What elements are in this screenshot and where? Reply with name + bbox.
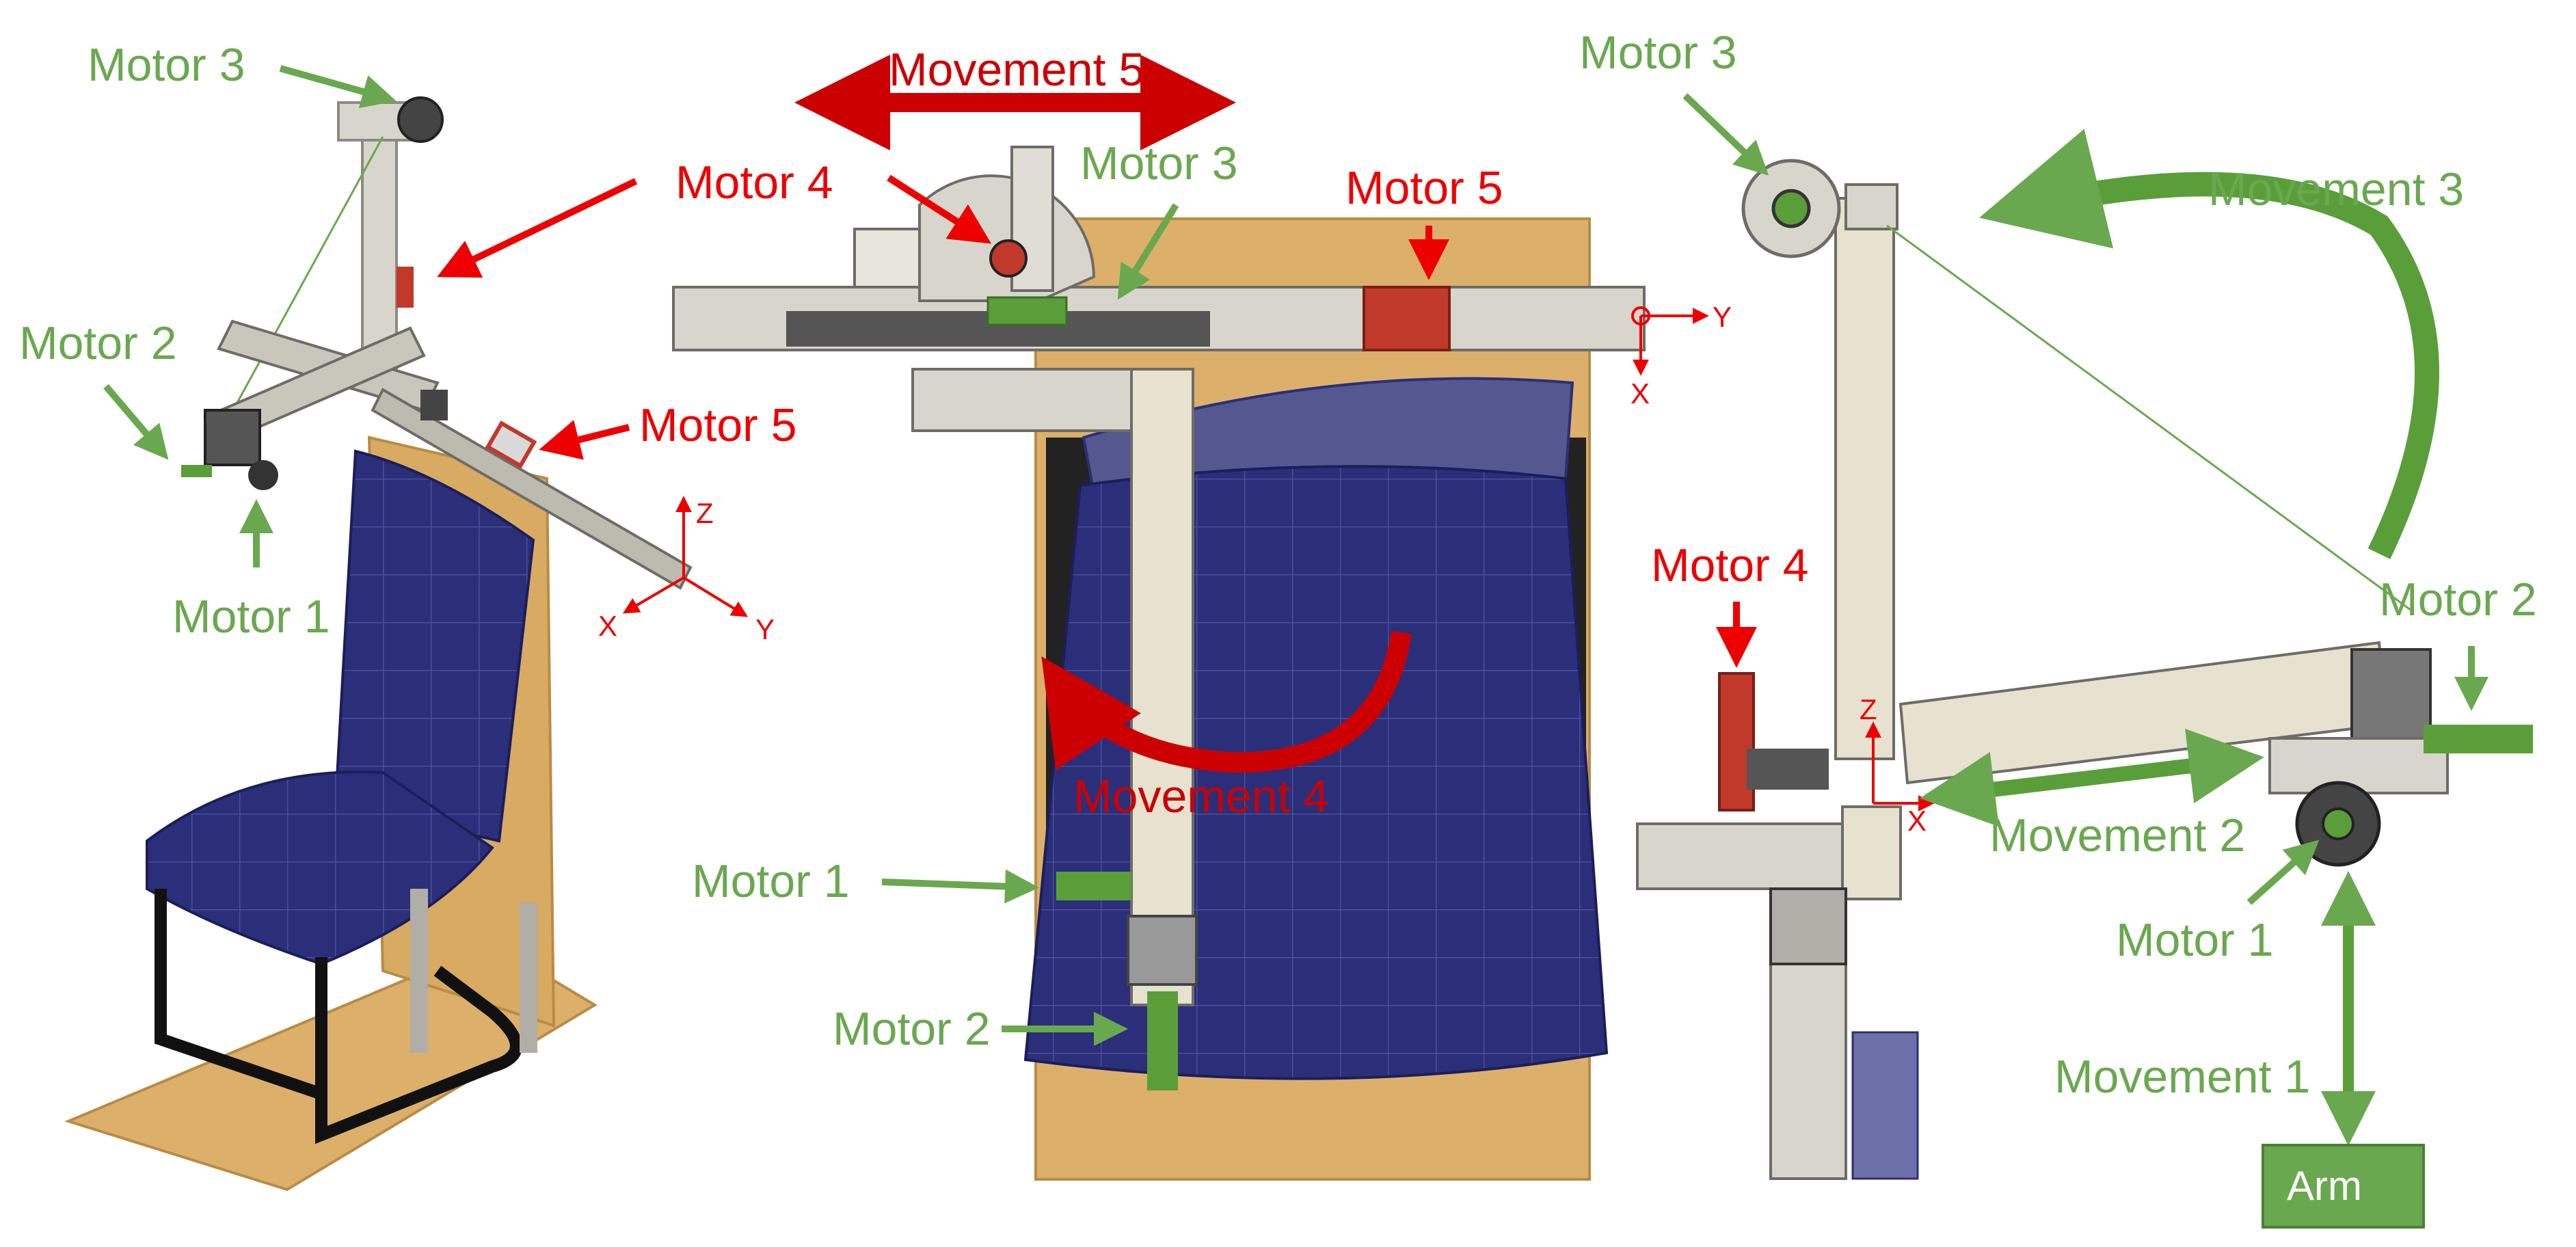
left-axis-x: X bbox=[598, 610, 617, 642]
center-motor4-label: Motor 4 bbox=[675, 157, 833, 209]
center-motor4-arrow bbox=[887, 174, 992, 244]
motor-4-small bbox=[397, 267, 414, 308]
right-motor1-label: Motor 1 bbox=[2116, 914, 2274, 966]
motor-5-block bbox=[485, 420, 537, 469]
right-base-plate bbox=[1636, 822, 1844, 890]
left-motor4-arrow bbox=[437, 178, 638, 278]
small-bracket bbox=[853, 228, 921, 289]
center-motor1-label: Motor 1 bbox=[692, 855, 850, 907]
movement4-arrow bbox=[1041, 630, 1412, 773]
wooden-base-plate bbox=[64, 941, 598, 1192]
center-movement4-label: Movement 4 bbox=[1073, 770, 1329, 822]
right-motor1-hub bbox=[2322, 807, 2354, 840]
right-movement1-label: Movement 1 bbox=[2054, 1051, 2310, 1103]
cable bbox=[224, 136, 384, 425]
right-chair-edge bbox=[1851, 1031, 1919, 1180]
support-post bbox=[410, 889, 428, 1053]
vertical-arm bbox=[1130, 368, 1194, 1006]
motor-2-shaft bbox=[181, 465, 212, 477]
right-motor4-label: Motor 4 bbox=[1651, 539, 1809, 591]
right-motor4-bracket bbox=[1747, 749, 1829, 790]
center-motor4 bbox=[989, 239, 1028, 278]
right-motor3-label: Motor 3 bbox=[1579, 27, 1737, 79]
right-axis-x: X bbox=[1907, 805, 1927, 837]
left-motor3-arrow bbox=[279, 65, 397, 109]
left-view: Motor 3 Motor 2 Motor 5 Motor 1 Z X Y bbox=[19, 39, 797, 1192]
right-motor2-shaft bbox=[2424, 725, 2533, 753]
left-axis-z: Z bbox=[696, 497, 714, 529]
left-motor3-label: Motor 3 bbox=[88, 39, 245, 91]
center-motor5-label: Motor 5 bbox=[1345, 162, 1503, 214]
left-motor2-arrow bbox=[103, 384, 169, 460]
center-axis-x: X bbox=[1631, 377, 1650, 410]
right-motor1-arrow bbox=[2246, 840, 2320, 905]
arm-box bbox=[2262, 1144, 2425, 1229]
rotary-mount bbox=[918, 174, 1096, 302]
right-view: Motor 3 Movement 3 Motor 4 Motor 2 Z X M… bbox=[1579, 27, 2537, 1229]
junction-block bbox=[420, 390, 448, 420]
right-cable bbox=[1886, 224, 2414, 613]
left-motor5-arrow bbox=[539, 420, 630, 460]
right-movement3-label: Movement 3 bbox=[2208, 163, 2464, 215]
center-motor1 bbox=[1056, 872, 1131, 900]
chair-seat bbox=[146, 770, 494, 966]
right-vertical-column bbox=[1834, 197, 1895, 760]
support-post bbox=[520, 902, 537, 1053]
movement3-arrow bbox=[1979, 129, 2439, 559]
long-rail bbox=[371, 388, 693, 590]
center-motor3-arrow bbox=[1117, 203, 1179, 300]
end-block bbox=[204, 409, 261, 466]
left-motor5-label: Motor 5 bbox=[639, 399, 797, 451]
center-axis-y: Y bbox=[1713, 301, 1732, 333]
right-motor2-label: Motor 2 bbox=[2379, 574, 2537, 626]
right-base-block bbox=[1841, 805, 1902, 900]
right-motor3-hub bbox=[1771, 189, 1811, 228]
right-top-block bbox=[1844, 183, 1899, 230]
center-axis-triad: Y X bbox=[1631, 301, 1732, 410]
right-base-clamp bbox=[1769, 887, 1847, 965]
motor-1-wheel bbox=[248, 460, 278, 490]
right-axis-triad: Z X bbox=[1860, 693, 1935, 837]
center-motor1-arrow bbox=[881, 869, 1039, 904]
left-motor2-label: Motor 2 bbox=[19, 317, 177, 369]
lower-crossbar bbox=[911, 368, 1133, 432]
chair-frame-left bbox=[155, 889, 323, 1100]
left-axis-triad: Z X Y bbox=[598, 496, 775, 645]
center-view: Movement 5 Motor 4 Motor 3 Motor 5 Y X M… bbox=[672, 44, 1732, 1181]
right-lower-block bbox=[2268, 737, 2449, 794]
center-motor2-label: Motor 2 bbox=[833, 1003, 991, 1055]
center-motor2 bbox=[1147, 991, 1178, 1090]
left-motor1-label: Motor 1 bbox=[172, 591, 330, 643]
arm-end-block bbox=[1127, 915, 1198, 986]
center-motor5 bbox=[1363, 286, 1451, 351]
right-movement2-label: Movement 2 bbox=[1989, 809, 2245, 861]
arm-box-label: Arm bbox=[2287, 1163, 2362, 1209]
center-motor3-label: Motor 3 bbox=[1080, 137, 1238, 189]
movement2-arrow bbox=[1920, 728, 2264, 827]
motor-3-disc bbox=[397, 96, 444, 143]
center-motor3 bbox=[987, 296, 1068, 326]
chair-frame-right bbox=[315, 957, 522, 1144]
left-axis-y: Y bbox=[755, 613, 775, 645]
right-axis-z: Z bbox=[1860, 693, 1877, 725]
center-movement5-label: Movement 5 bbox=[889, 44, 1144, 96]
right-motor3-arrow bbox=[1682, 93, 1769, 176]
